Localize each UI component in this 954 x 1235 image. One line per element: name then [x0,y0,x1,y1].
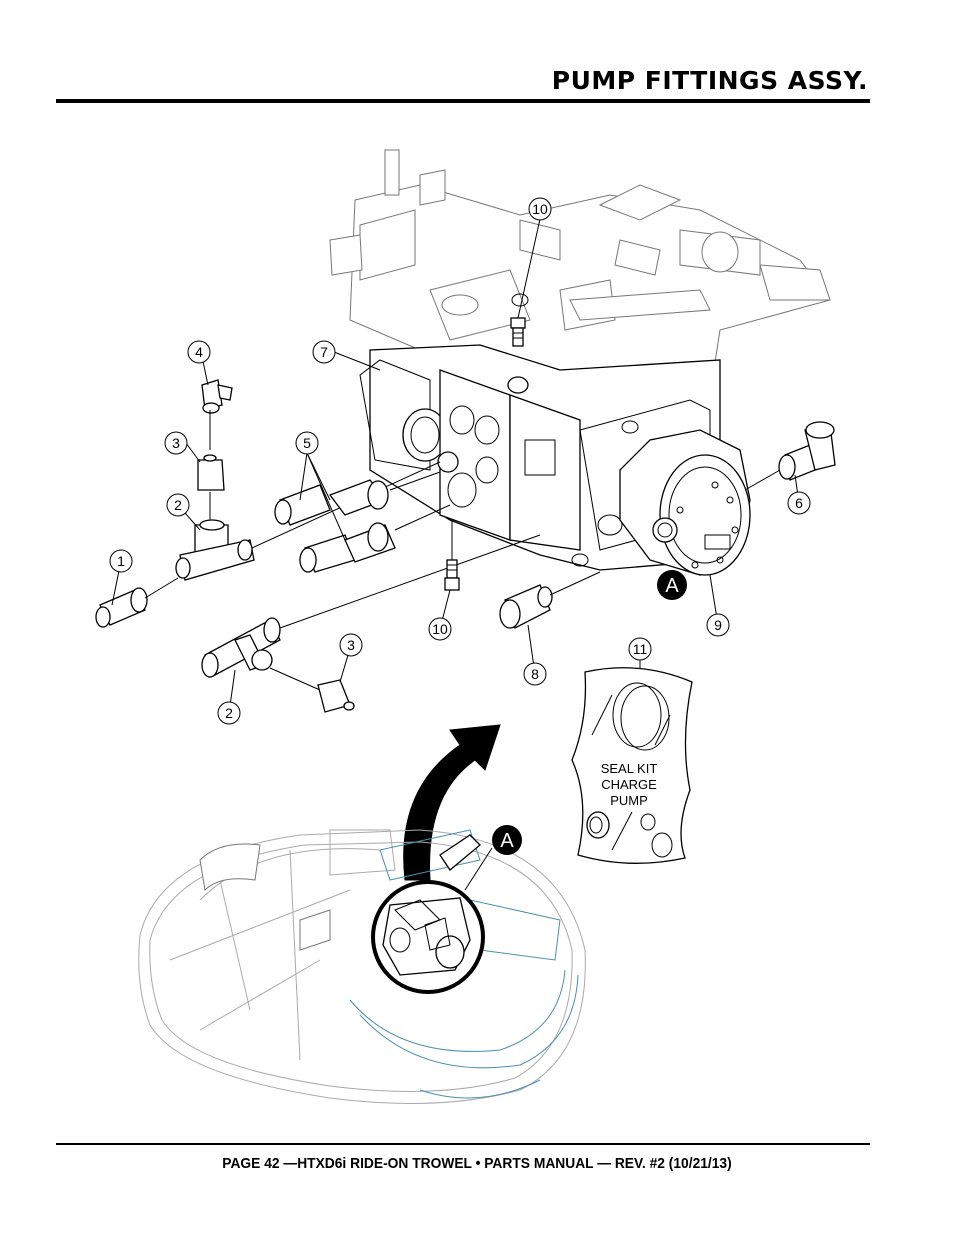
footer-rule [56,1143,870,1145]
page-footer: PAGE 42 —HTXD6i RIDE-ON TROWEL • PARTS M… [222,1155,732,1172]
svg-text:5: 5 [303,435,311,451]
svg-text:10: 10 [532,201,548,217]
header-rule [56,99,870,103]
seal-kit-label-line2: CHARGE [601,777,657,792]
callout-5: 5 [295,431,319,455]
svg-text:3: 3 [172,435,180,451]
svg-text:3: 3 [347,637,355,653]
svg-text:10: 10 [432,621,448,637]
svg-text:8: 8 [531,666,539,682]
plug-10-upper [510,317,526,347]
adapter-fitting-8 [499,584,553,629]
detail-marker-a-overview: A [492,825,522,855]
svg-text:2: 2 [225,705,233,721]
seal-kit-label-line3: PUMP [610,793,648,808]
callout-8: 8 [523,662,547,686]
callout-10-bottom: 10 [428,617,452,641]
leader-lines [111,218,800,714]
detail-marker-a-pump: A [657,570,687,600]
callout-3-upper: 3 [164,431,188,455]
charge-pump [619,429,751,576]
elbow-fitting-6 [778,421,836,481]
svg-text:6: 6 [795,495,803,511]
svg-text:A: A [665,575,679,597]
exploded-parts-diagram: 10 7 4 3 5 2 1 6 9 10 8 3 2 11 A SEAL KI… [95,149,836,1104]
page-title: PUMP FITTINGS ASSY. [551,66,868,95]
svg-text:9: 9 [714,617,722,633]
callout-1: 1 [109,549,133,573]
seal-kit-label-line1: SEAL KIT [601,761,658,776]
callout-3-lower: 3 [339,633,363,657]
tee-fitting-2-upper [175,519,255,581]
nut-fitting-3-upper [197,454,225,491]
nut-fitting-3-lower [317,679,355,713]
svg-text:1: 1 [117,553,125,569]
svg-text:2: 2 [174,497,182,513]
callout-9: 9 [706,613,730,637]
callout-2-lower: 2 [217,701,241,725]
svg-text:7: 7 [320,344,328,360]
elbow-fittings-5 [274,479,396,573]
tee-fitting-2-lower [201,617,281,678]
trowel-machine-overview [138,829,586,1104]
callout-4: 4 [187,340,211,364]
svg-text:11: 11 [633,641,648,657]
callout-10-top: 10 [528,197,552,221]
callout-7: 7 [312,340,336,364]
svg-text:A: A [500,830,514,852]
callout-11: 11 [628,637,652,661]
plug-10-lower [444,559,460,591]
callout-2-upper: 2 [166,493,190,517]
curved-arrow [403,724,501,881]
pump-body [359,293,721,571]
seal-kit-bag: SEAL KIT CHARGE PUMP [571,667,693,864]
adapter-fitting-1 [95,587,148,628]
svg-text:4: 4 [195,344,203,360]
callout-6: 6 [787,491,811,515]
elbow-fitting-4 [201,379,233,414]
